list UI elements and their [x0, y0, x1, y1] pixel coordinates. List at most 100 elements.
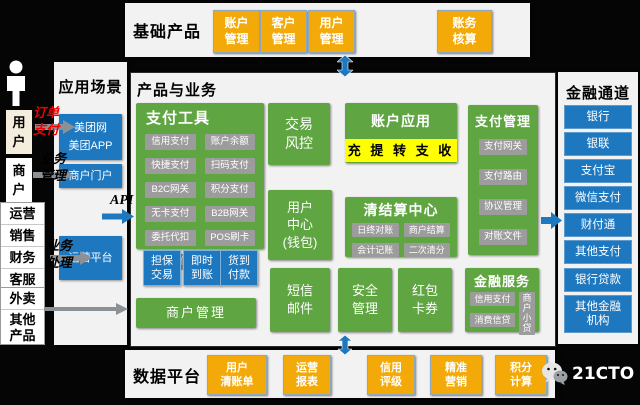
tool-chip: 积分支付	[204, 182, 255, 198]
points-calc-box: 积分 计算	[495, 355, 547, 395]
tool-chip: 无卡支付	[145, 206, 196, 222]
order-pay-annotation: 订单 支付	[33, 105, 60, 137]
channel-unionpay: 银联	[564, 132, 632, 156]
meituan-portal-box: 美团网 美团APP	[59, 114, 122, 160]
guaranteed-trade-box: 担保 交易	[143, 250, 181, 286]
basic-products-panel: 基础产品 账户 管理 客户 管理 用户 管理 账务 核算	[125, 3, 530, 57]
tool-chip: 账户余额	[204, 134, 255, 150]
clearing-center-title: 清结算中心	[363, 202, 439, 218]
channel-connector-arrow	[541, 212, 562, 229]
user-bill-box: 用户 清账单	[207, 355, 267, 395]
payment-tools-title: 支付工具	[146, 110, 211, 127]
app-scenarios-title: 应用场景	[58, 79, 123, 96]
fin-service-chip: 消费信贷	[470, 313, 515, 327]
bank-loan-box: 银行贷款	[564, 268, 632, 292]
payment-mgmt-chip: 对账文件	[479, 229, 527, 245]
channel-wechatpay: 微信支付	[564, 186, 632, 210]
watermark-text: 21CTO	[572, 363, 635, 384]
payment-mgmt-chip: 支付网关	[479, 139, 527, 155]
user-actor-label: 用 户	[6, 110, 32, 154]
channel-other-pay: 其他支付	[564, 240, 632, 264]
account-app-box: 账户应用 充 提 转 支 收	[345, 103, 457, 163]
biz-process-annotation: 业务 处理	[46, 238, 73, 270]
account-mgmt-box: 账户 管理	[213, 10, 260, 53]
clearing-chip: 二次清分	[403, 243, 450, 257]
payment-tools-grid: 信用支付 账户余额 快捷支付 扫码支付 B2C网关 积分支付 无卡支付 B2B网…	[136, 129, 264, 270]
payment-tools-box: 支付工具 信用支付 账户余额 快捷支付 扫码支付 B2C网关 积分支付 无卡支付…	[136, 103, 264, 270]
payment-mgmt-chips: 支付网关 支付路由 协议管理 对账文件	[468, 139, 538, 245]
tool-chip: 快捷支付	[145, 158, 196, 174]
data-platform-panel: 数据平台 用户 清账单 运营 报表 信用 评级 精准 营销 积分 计算	[125, 350, 555, 398]
clearing-chip: 会计记账	[352, 243, 399, 257]
red-packet-box: 红包 卡券	[398, 268, 452, 332]
other-products-arrow	[44, 303, 128, 315]
channel-alipay: 支付宝	[564, 159, 632, 183]
tool-chip: 扫码支付	[204, 158, 255, 174]
person-icon	[3, 60, 29, 106]
loan-list: 银行贷款 其他金融 机构	[564, 268, 632, 333]
takeout-label: 外卖	[1, 288, 44, 310]
financial-channels-title: 金融通道	[565, 85, 630, 102]
wechat-icon	[542, 362, 568, 385]
products-business-panel: 产品与业务 支付工具 信用支付 账户余额 快捷支付 扫码支付 B2C网关 积分支…	[130, 72, 556, 347]
payment-mgmt-box: 支付管理 支付网关 支付路由 协议管理 对账文件	[468, 105, 538, 255]
other-products-label: 其他 产品	[9, 312, 36, 344]
account-app-title: 账户应用	[371, 113, 431, 129]
user-mgmt-box: 用户 管理	[308, 10, 355, 53]
account-app-highlight: 充 提 转 支 收	[345, 139, 457, 162]
products-business-title: 产品与业务	[137, 82, 218, 99]
tool-chip: 委托代扣	[145, 230, 196, 246]
financial-services-title: 金融服务	[473, 274, 530, 289]
role-ops: 运营	[1, 203, 44, 225]
channel-bank: 银行	[564, 105, 632, 129]
tool-chip: B2C网关	[145, 182, 196, 198]
meituan-app-label: 美团APP	[68, 140, 113, 152]
tool-chip: 信用支付	[145, 134, 196, 150]
credit-rating-box: 信用 评级	[367, 355, 415, 395]
ops-report-box: 运营 报表	[283, 355, 331, 395]
internal-roles-group: 运营 销售 财务 客服	[0, 202, 45, 291]
cod-box: 货到 付款	[220, 250, 258, 286]
basic-products-title: 基础产品	[133, 24, 202, 41]
clearing-chip: 商户结算	[403, 223, 450, 237]
payment-mgmt-title: 支付管理	[474, 114, 531, 129]
channel-tenpay: 财付通	[564, 213, 632, 237]
other-financial-inst-box: 其他金融 机构	[564, 295, 632, 333]
role-support: 客服	[9, 272, 36, 287]
payment-mgmt-chip: 支付路由	[479, 169, 527, 185]
security-mgmt-box: 安全 管理	[338, 268, 392, 332]
user-center-box: 用户 中心 (钱包)	[268, 190, 332, 260]
customer-mgmt-box: 客户 管理	[260, 10, 307, 53]
api-label: API	[110, 193, 134, 208]
clearing-chip: 日终对账	[352, 223, 399, 237]
clearing-grid: 日终对账 商户结算 会计记账 二次清分	[345, 220, 457, 257]
order-pay-arrow	[35, 120, 75, 134]
top-connector-arrow	[337, 55, 353, 77]
accounting-box: 账务 核算	[437, 10, 492, 53]
sms-email-box: 短信 邮件	[270, 268, 330, 332]
precision-mkt-box: 精准 营销	[430, 355, 482, 395]
tool-chip: B2B网关	[204, 206, 255, 222]
risk-control-box: 交易 风控	[268, 103, 330, 165]
api-arrow	[102, 209, 134, 224]
fin-service-chip: 信用支付	[470, 292, 515, 306]
biz-process-arrow	[50, 251, 92, 265]
biz-mgmt-annotation: 业务 管理	[40, 151, 67, 183]
watermark-logo: 21CTO	[541, 361, 634, 386]
data-platform-title: 数据平台	[133, 369, 202, 386]
bottom-connector-arrow	[338, 335, 352, 355]
other-products-group: 外卖 其他 产品	[0, 287, 45, 345]
financial-services-box: 金融服务 信用支付 消费信贷 商户小贷	[465, 268, 539, 335]
clearing-center-box: 清结算中心 日终对账 商户结算 会计记账 二次清分	[345, 197, 457, 257]
biz-mgmt-arrow	[33, 168, 73, 182]
merchant-mgmt-box: 商户管理	[136, 298, 256, 328]
payment-mgmt-chip: 协议管理	[479, 199, 527, 215]
meituan-web-label: 美团网	[74, 121, 107, 134]
financial-services-body: 信用支付 消费信贷 商户小贷	[465, 290, 539, 335]
merchant-microloan-chip: 商户小贷	[519, 292, 535, 335]
channel-list: 银行 银联 支付宝 微信支付 财付通 其他支付	[564, 105, 632, 264]
financial-channels-panel: 金融通道 银行 银联 支付宝 微信支付 财付通 其他支付 银行贷款 其他金融 机…	[558, 72, 638, 344]
role-sales: 销售	[1, 225, 44, 247]
role-finance: 财务	[1, 247, 44, 269]
